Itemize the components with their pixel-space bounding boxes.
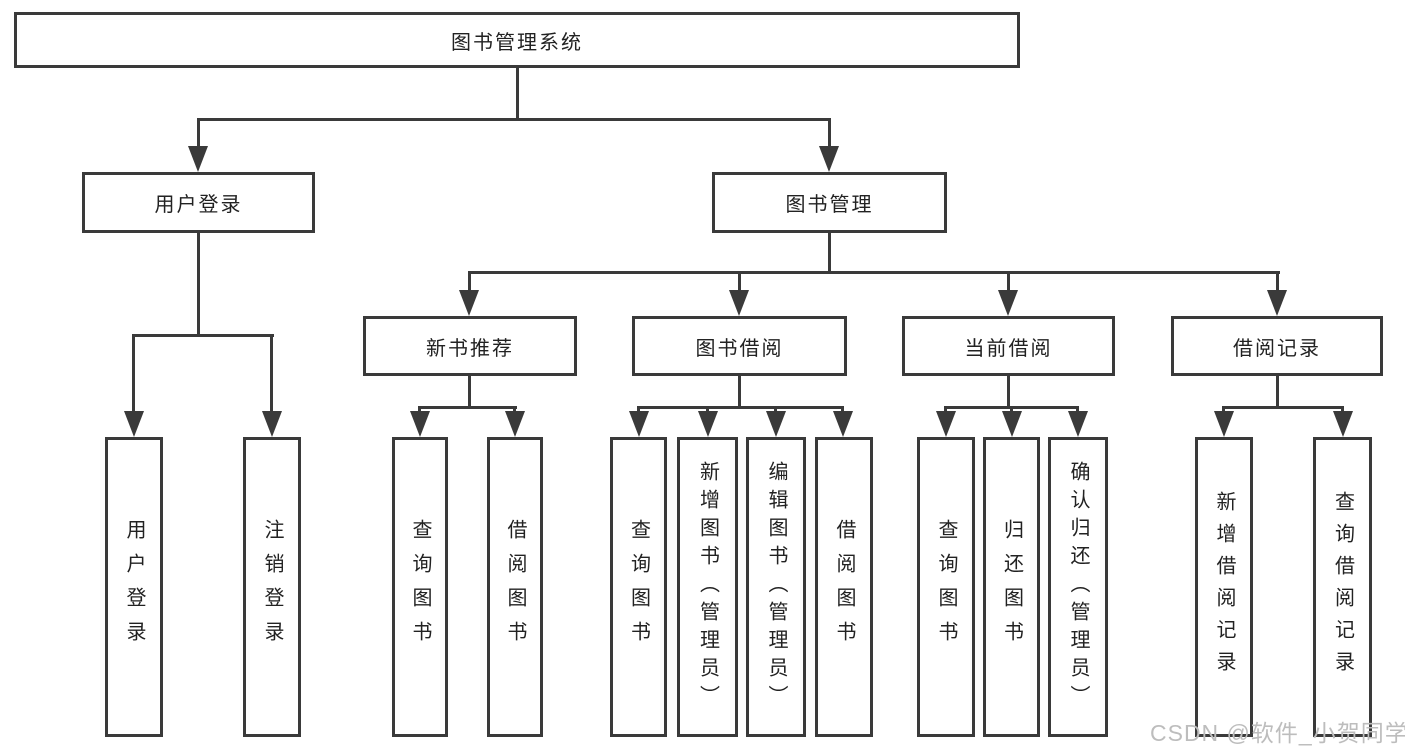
arrow-down-icon [262,411,282,437]
connector-current-stem [1007,376,1010,409]
arrow-down-icon [1214,411,1234,437]
connector-records-stem [1276,376,1279,409]
arrow-down-icon [410,411,430,437]
arrow-down-icon [936,411,956,437]
connector-to-leaf-user-login [132,334,135,416]
leaf-query-books-current: 查询图书 [917,437,975,737]
connector-root-branch [197,118,831,121]
leaf-query-borrow-record: 查询借阅记录 [1313,437,1372,737]
connector-to-current-borrowing [1007,271,1010,297]
arrow-down-icon [819,146,839,172]
node-new-book-recommendation: 新书推荐 [363,316,577,376]
connector-borrowing-stem [738,376,741,409]
connector-to-book-management [828,118,831,154]
leaf-add-book-admin: 新增图书（管理员） [677,437,738,737]
leaf-return-books: 归还图书 [983,437,1040,737]
arrow-down-icon [188,146,208,172]
arrow-down-icon [729,290,749,316]
node-library-management-system: 图书管理系统 [14,12,1020,68]
arrow-down-icon [1333,411,1353,437]
connector-user-login-stem [197,233,200,337]
node-book-management: 图书管理 [712,172,947,233]
arrow-down-icon [698,411,718,437]
node-borrowing-records: 借阅记录 [1171,316,1383,376]
arrow-down-icon [1002,411,1022,437]
connector-recommend-stem [468,376,471,409]
connector-to-leaf-logout [270,334,273,416]
arrow-down-icon [1068,411,1088,437]
connector-root-stem [516,68,519,118]
arrow-down-icon [766,411,786,437]
connector-to-user-login [197,118,200,154]
connector-to-borrowing-records [1276,271,1279,297]
connector-recommend-branch [418,406,517,409]
arrow-down-icon [124,411,144,437]
connector-to-new-book-recommendation [468,271,471,297]
leaf-add-borrow-record: 新增借阅记录 [1195,437,1253,737]
leaf-borrow-books-borrowing: 借阅图书 [815,437,873,737]
leaf-logout: 注销登录 [243,437,301,737]
leaf-query-books-recommend: 查询图书 [392,437,448,737]
leaf-confirm-return-admin: 确认归还（管理员） [1048,437,1108,737]
leaf-query-books-borrowing: 查询图书 [610,437,667,737]
connector-records-branch [1222,406,1344,409]
node-book-borrowing: 图书借阅 [632,316,847,376]
connector-user-login-branch [132,334,274,337]
arrow-down-icon [833,411,853,437]
node-current-borrowing: 当前借阅 [902,316,1115,376]
connector-borrowing-branch [637,406,844,409]
arrow-down-icon [1267,290,1287,316]
arrow-down-icon [459,290,479,316]
connector-to-book-borrowing [738,271,741,297]
csdn-watermark: CSDN @软件_小贺同学 [1150,720,1405,746]
arrow-down-icon [505,411,525,437]
leaf-borrow-books-recommend: 借阅图书 [487,437,543,737]
node-user-login: 用户登录 [82,172,315,233]
leaf-edit-book-admin: 编辑图书（管理员） [746,437,806,737]
arrow-down-icon [629,411,649,437]
connector-book-mgmt-branch [468,271,1280,274]
arrow-down-icon [998,290,1018,316]
leaf-user-login: 用户登录 [105,437,163,737]
connector-book-mgmt-stem [828,233,831,274]
